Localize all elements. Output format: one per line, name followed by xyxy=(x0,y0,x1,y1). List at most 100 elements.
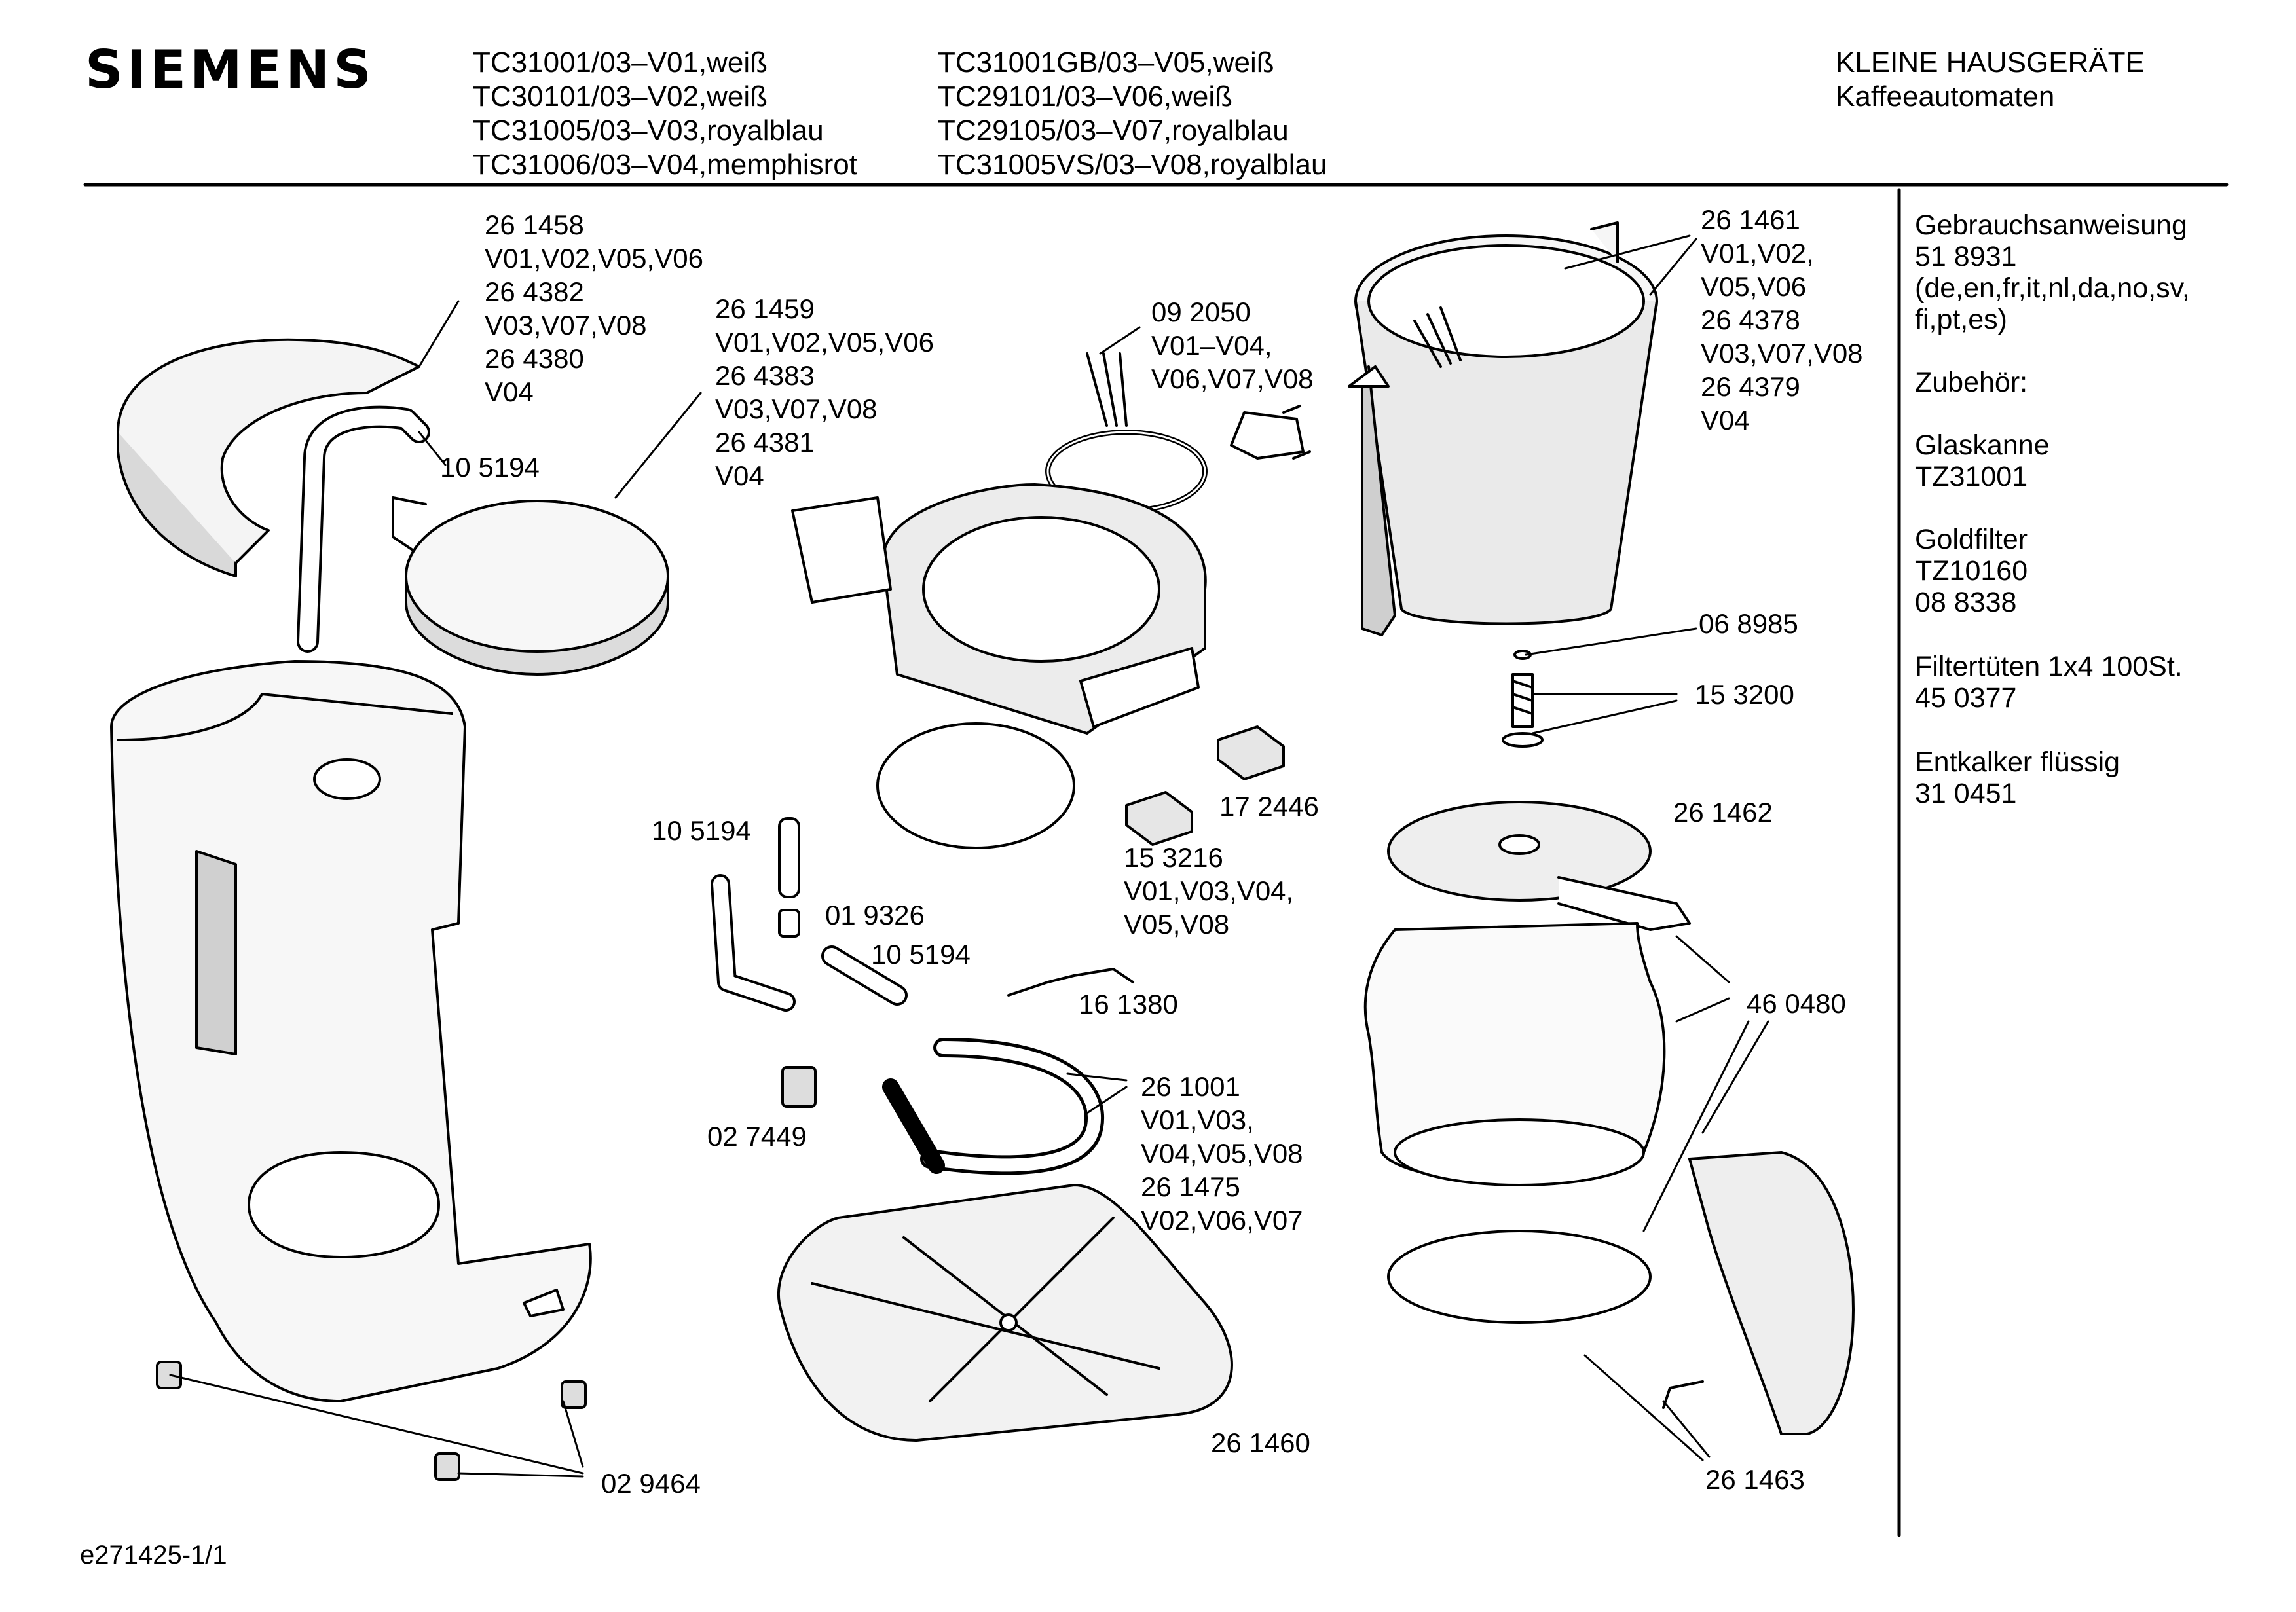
carafe-part xyxy=(1363,922,1666,1186)
sidebar-line: 31 0451 xyxy=(1915,778,2017,809)
label-screw: 26 1463 xyxy=(1705,1464,1805,1495)
model-line: TC31005VS/03–V08,royalblau xyxy=(938,149,1327,181)
sidebar-line: fi,pt,es) xyxy=(1915,304,2007,335)
carafe-lid-part xyxy=(1387,801,1691,931)
variant-list: V05,V06 xyxy=(1701,271,1807,302)
model-line: TC31006/03–V04,memphisrot xyxy=(473,149,857,181)
label-fuse: 16 1380 xyxy=(1079,989,1178,1019)
filter-basket-part xyxy=(1348,221,1658,636)
screw-part xyxy=(1662,1380,1704,1409)
label-cord: 09 2050 V01–V04, V06,V07,V08 xyxy=(1151,295,1314,395)
part-number: 26 4379 xyxy=(1701,371,1800,402)
variant-list: V01,V02, xyxy=(1701,238,1814,268)
model-line: TC31005/03–V03,royalblau xyxy=(473,115,824,147)
model-line: TC29101/03–V06,weiß xyxy=(938,81,1233,113)
variant-list: V05,V08 xyxy=(1124,909,1230,940)
label-valve: 15 3200 xyxy=(1695,679,1794,710)
variant-list: V01–V04, xyxy=(1151,330,1272,361)
variant-list: V01,V02,V05,V06 xyxy=(485,243,703,274)
part-number: 26 4383 xyxy=(715,360,815,391)
label-tube-mid: 10 5194 xyxy=(871,939,971,970)
label-switch: 02 7449 xyxy=(707,1121,807,1152)
sidebar-line: Glaskanne xyxy=(1915,430,2050,461)
valve-part xyxy=(1502,650,1544,748)
variant-list: V04 xyxy=(715,460,764,491)
part-number: 26 4382 xyxy=(485,276,584,307)
category-title: KLEINE HAUSGERÄTE xyxy=(1836,46,2145,79)
part-number: 26 4378 xyxy=(1701,304,1800,335)
model-line: TC31001GB/03–V05,weiß xyxy=(938,46,1274,79)
siemens-logo: SIEMENS xyxy=(85,39,375,100)
part-number: 26 4381 xyxy=(715,427,815,458)
power-cord-part xyxy=(1045,352,1311,513)
label-filter-basket: 26 1461 V01,V02, V05,V06 26 4378 V03,V07… xyxy=(1701,203,1863,437)
sidebar-line: 45 0377 xyxy=(1915,682,2017,714)
label-carafe-lid: 26 1462 xyxy=(1673,797,1773,828)
lid-inner-part xyxy=(392,496,669,676)
sidebar-block-goldfilter: Goldfilter TZ10160 08 8338 xyxy=(1915,524,2028,618)
part-number: 26 1458 xyxy=(485,210,584,240)
sidebar-line: (de,en,fr,it,nl,da,no,sv, xyxy=(1915,272,2190,304)
sidebar-line: Filtertüten 1x4 100St. xyxy=(1915,651,2183,682)
variant-list: V04,V05,V08 xyxy=(1141,1138,1303,1169)
part-number: 26 1475 xyxy=(1141,1171,1240,1202)
variant-list: V01,V03,V04, xyxy=(1124,875,1294,906)
clip-parts xyxy=(1125,725,1285,846)
model-line: TC31001/03–V01,weiß xyxy=(473,46,768,79)
label-tube-left: 10 5194 xyxy=(652,815,751,846)
drawing-id: e271425-1/1 xyxy=(80,1541,227,1569)
fuse-part xyxy=(1007,968,1134,997)
sidebar-block-descaler: Entkalker flüssig 31 0451 xyxy=(1915,746,2120,809)
sidebar-block-accessories: Zubehör: xyxy=(1915,367,2028,398)
sidebar-line: 51 8931 xyxy=(1915,241,2017,272)
heater-ring-part xyxy=(791,483,1207,735)
sidebar-block-filters: Filtertüten 1x4 100St. 45 0377 xyxy=(1915,651,2183,714)
variant-list: V01,V03, xyxy=(1141,1105,1254,1135)
sidebar-block-manual: Gebrauchsanweisung 51 8931 (de,en,fr,it,… xyxy=(1915,210,2190,335)
label-base-plate: 26 1460 xyxy=(1211,1427,1310,1458)
sidebar-line: TZ10160 xyxy=(1915,555,2028,587)
switch-part xyxy=(781,1066,817,1108)
label-feet: 02 9464 xyxy=(601,1468,701,1499)
category-subtitle: Kaffeeautomaten xyxy=(1836,81,2055,113)
sidebar-line: Entkalker flüssig xyxy=(1915,746,2120,778)
housing-part xyxy=(110,660,592,1402)
lid-outer-part xyxy=(117,338,420,577)
label-seal: 06 8985 xyxy=(1699,608,1798,639)
feet-part xyxy=(156,1361,587,1481)
part-number: 26 1001 xyxy=(1141,1071,1240,1102)
part-number: 26 4380 xyxy=(485,343,584,374)
part-number: 09 2050 xyxy=(1151,297,1251,327)
heating-plate-disc xyxy=(876,722,1075,849)
model-list-1: TC31001/03–V01,weiß TC30101/03–V02,weiß … xyxy=(473,46,857,182)
variant-list: V04 xyxy=(1701,405,1750,435)
label-connector: 01 9326 xyxy=(825,900,925,930)
small-tubes-part xyxy=(711,817,908,1012)
sidebar-line: Zubehör: xyxy=(1915,367,2028,398)
part-number: 26 1461 xyxy=(1701,204,1800,235)
base-plate-part xyxy=(777,1184,1233,1442)
sidebar-line: TZ31001 xyxy=(1915,461,2028,492)
variant-list: V01,V02,V05,V06 xyxy=(715,327,934,357)
sidebar-block-carafe: Glaskanne TZ31001 xyxy=(1915,430,2050,492)
part-number: 15 3216 xyxy=(1124,842,1223,873)
part-number: 26 1459 xyxy=(715,293,815,324)
label-lid-outer: 26 1458 V01,V02,V05,V06 26 4382 V03,V07,… xyxy=(485,208,703,409)
label-heater: 26 1001 V01,V03, V04,V05,V08 26 1475 V02… xyxy=(1141,1070,1303,1237)
model-line: TC29105/03–V07,royalblau xyxy=(938,115,1289,147)
variant-list: V03,V07,V08 xyxy=(715,394,878,424)
model-list-2: TC31001GB/03–V05,weiß TC29101/03–V06,wei… xyxy=(938,46,1327,182)
leader-lines xyxy=(169,234,1769,1478)
variant-list: V03,V07,V08 xyxy=(485,310,647,340)
label-lid-inner: 26 1459 V01,V02,V05,V06 26 4383 V03,V07,… xyxy=(715,292,934,492)
carafe-ring-part xyxy=(1387,1230,1652,1324)
sidebar-line: 08 8338 xyxy=(1915,587,2017,618)
variant-list: V06,V07,V08 xyxy=(1151,363,1314,394)
model-line: TC30101/03–V02,weiß xyxy=(473,81,768,113)
variant-list: V04 xyxy=(485,376,534,407)
variant-list: V02,V06,V07 xyxy=(1141,1205,1303,1236)
variant-list: V03,V07,V08 xyxy=(1701,338,1863,369)
handle-part xyxy=(1688,1151,1855,1435)
label-carafe: 46 0480 xyxy=(1747,988,1846,1019)
